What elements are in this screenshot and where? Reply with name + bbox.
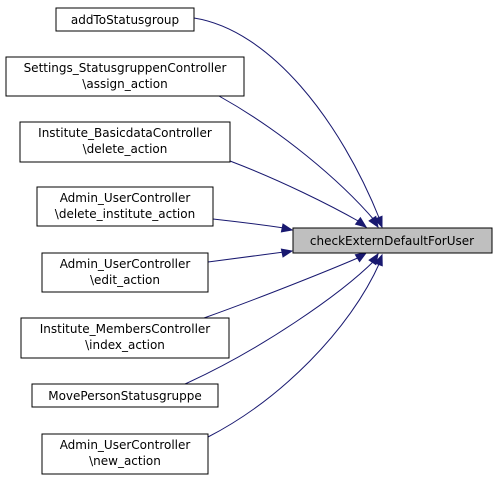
node-label: MovePersonStatusgruppe <box>48 389 202 403</box>
caller-node-settings-statusgruppen-assign[interactable]: Settings_StatusgruppenController \assign… <box>5 56 245 97</box>
node-label-line2: \edit_action <box>90 273 160 287</box>
edge-institute-basicdata-delete <box>229 160 361 223</box>
edge-settings-statusgruppen-assign-arrowhead <box>368 215 379 229</box>
caller-node-institute-basicdata-delete[interactable]: Institute_BasicdataController \delete_ac… <box>19 121 231 163</box>
edge-institute-members-index-arrowhead <box>354 252 368 263</box>
edge-admin-user-new <box>207 261 381 438</box>
node-label-line1: Admin_UserController <box>60 191 191 205</box>
target-label: checkExternDefaultForUser <box>310 234 474 248</box>
node-label: addToStatusgroup <box>71 13 179 27</box>
caller-node-institute-members-index[interactable]: Institute_MembersController \index_actio… <box>20 317 230 359</box>
target-node-checkexterndefaultforuser[interactable]: checkExternDefaultForUser <box>292 227 493 254</box>
caller-node-admin-user-new[interactable]: Admin_UserController \new_action <box>41 433 209 475</box>
node-label-line2: \delete_institute_action <box>55 207 195 221</box>
node-label-line1: Admin_UserController <box>60 257 191 271</box>
edge-admin-user-edit <box>207 251 285 263</box>
node-label-line1: Admin_UserController <box>60 438 191 452</box>
node-label-line2: \index_action <box>85 338 165 352</box>
edge-movepersonstatusgruppe <box>184 259 376 385</box>
node-label-line2: \new_action <box>89 454 161 468</box>
edge-settings-statusgruppen-assign <box>218 95 376 222</box>
node-label-line2: \assign_action <box>82 77 167 91</box>
caller-node-addtostatusgroup[interactable]: addToStatusgroup <box>55 7 195 32</box>
edge-institute-basicdata-delete-arrowhead <box>354 216 368 228</box>
caller-node-movepersonstatusgruppe[interactable]: MovePersonStatusgruppe <box>31 383 219 408</box>
edge-institute-members-index <box>203 256 361 319</box>
edge-admin-user-new-arrowhead <box>373 253 383 267</box>
node-label-line1: Settings_StatusgruppenController <box>24 61 227 75</box>
edge-addtostatusgroup <box>193 17 381 221</box>
node-label-line2: \delete_action <box>83 142 168 156</box>
caller-node-admin-user-delete-institute[interactable]: Admin_UserController \delete_institute_a… <box>36 186 214 227</box>
edge-admin-user-delete-institute-arrowhead <box>280 223 294 233</box>
graph-edges <box>184 17 383 438</box>
edge-admin-user-delete-institute <box>212 218 285 229</box>
edge-admin-user-edit-arrowhead <box>280 248 294 258</box>
node-label-line1: Institute_MembersController <box>40 322 211 336</box>
caller-node-admin-user-edit[interactable]: Admin_UserController \edit_action <box>41 252 209 293</box>
node-label-line1: Institute_BasicdataController <box>38 126 212 140</box>
